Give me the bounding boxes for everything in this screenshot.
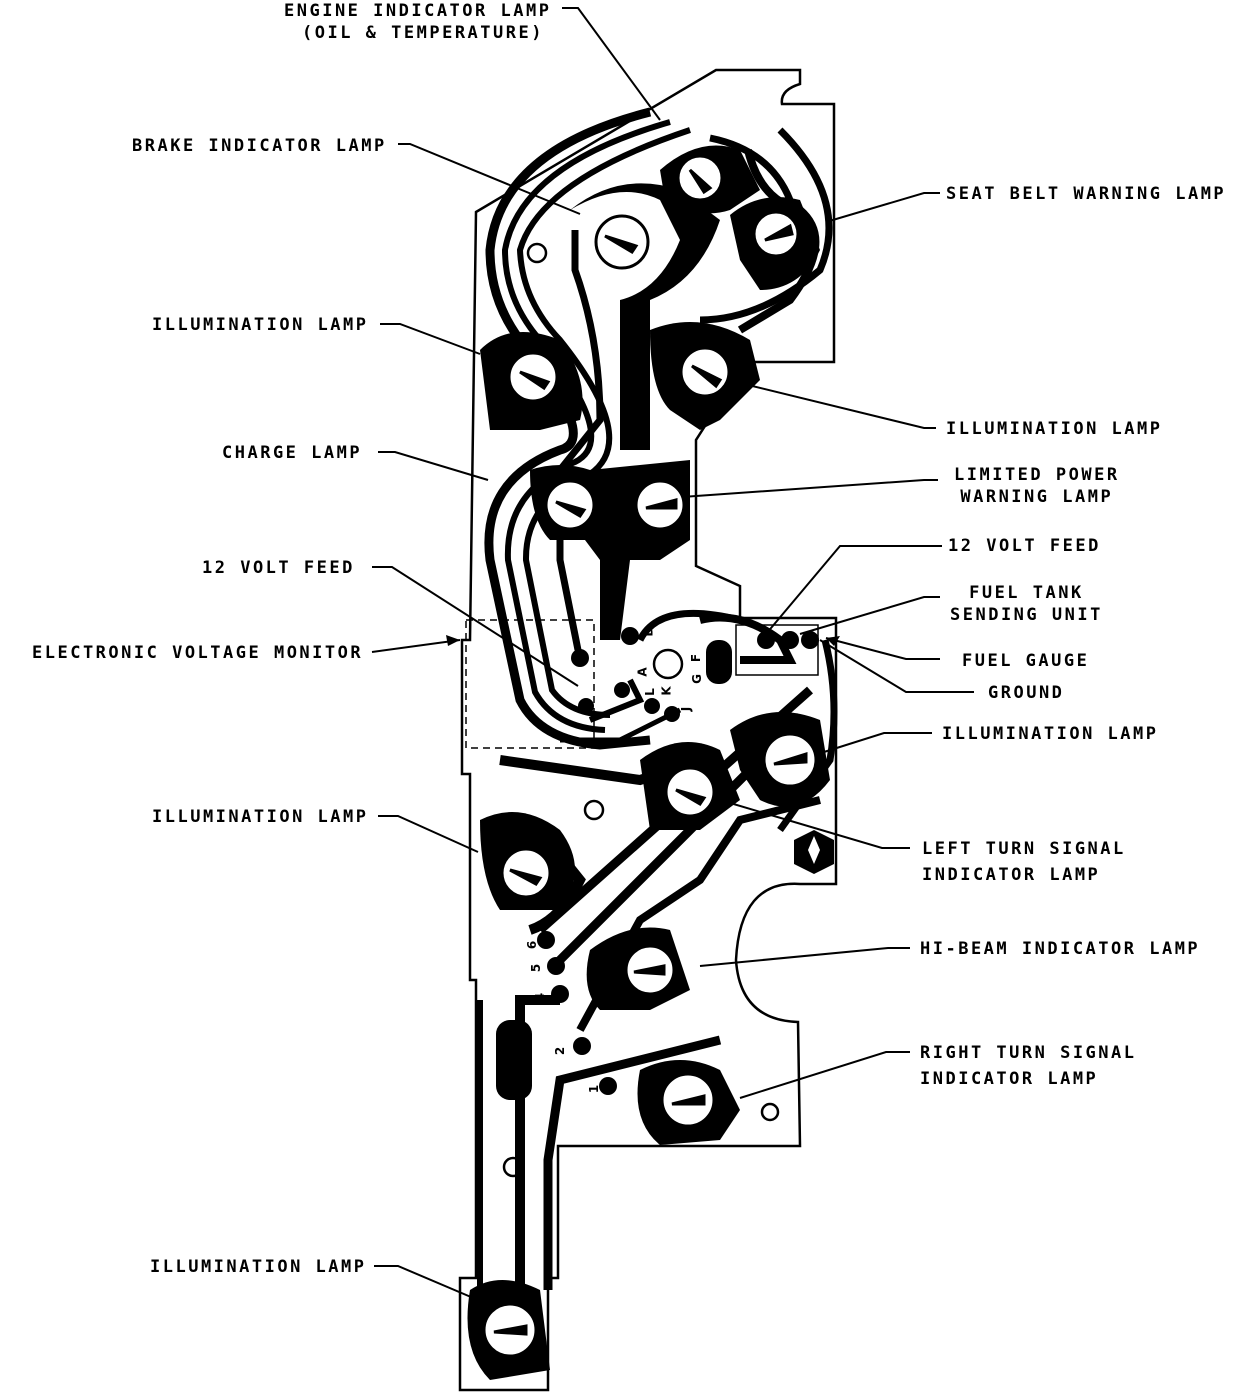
pin-label-5: 5: [529, 963, 544, 973]
leader-arrowheads: [446, 635, 840, 646]
label-ground: GROUND: [988, 683, 1065, 703]
pin-label-g: G: [689, 674, 704, 684]
pin-label-a: A: [635, 667, 650, 677]
circuit-board-outline: [458, 68, 838, 1392]
label-illumination-lamp-left-mid: ILLUMINATION LAMP: [152, 807, 369, 827]
label-charge-lamp: CHARGE LAMP: [222, 443, 363, 463]
label-electronic-voltage-monitor: ELECTRONIC VOLTAGE MONITOR: [32, 643, 364, 663]
connector-pin-dots: [537, 627, 819, 1095]
label-illumination-lamp-right-mid: ILLUMINATION LAMP: [942, 724, 1159, 744]
pin-label-f: F: [689, 653, 704, 663]
label-illumination-lamp-bottom: ILLUMINATION LAMP: [150, 1257, 367, 1277]
label-brake-indicator-lamp: BRAKE INDICATOR LAMP: [132, 136, 387, 156]
mounting-holes: [465, 242, 819, 1178]
label-left-turn-signal-indicator-lamp: LEFT TURN SIGNAL INDICATOR LAMP: [922, 839, 1126, 885]
label-12-volt-feed-left: 12 VOLT FEED: [202, 558, 355, 578]
pin-label-k: K: [659, 686, 674, 696]
pin-label-l: L: [642, 688, 657, 696]
label-fuel-gauge: FUEL GAUGE: [962, 651, 1090, 671]
pin-label-1: 1: [587, 1084, 602, 1094]
label-fuel-tank-sending-unit: FUEL TANK SENDING UNIT: [950, 583, 1103, 625]
label-engine-indicator-lamp: ENGINE INDICATOR LAMP (OIL & TEMPERATURE…: [284, 1, 552, 43]
label-illumination-lamp-right-top: ILLUMINATION LAMP: [946, 419, 1163, 439]
lamp-pointers: [493, 168, 808, 1336]
pentastar-logo: [794, 830, 834, 874]
label-hi-beam-indicator-lamp: HI-BEAM INDICATOR LAMP: [920, 939, 1201, 959]
pin-label-2: 2: [553, 1046, 568, 1056]
label-limited-power-warning-lamp: LIMITED POWER WARNING LAMP: [954, 465, 1120, 507]
pin-label-4: 4: [533, 992, 548, 1002]
label-illumination-lamp-left-top: ILLUMINATION LAMP: [152, 315, 369, 335]
pin-label-j: J: [679, 706, 694, 712]
pin-label-b: B: [641, 627, 656, 637]
leader-lines: [371, 7, 974, 1301]
label-12-volt-feed-right: 12 VOLT FEED: [948, 536, 1101, 556]
label-right-turn-signal-indicator-lamp: RIGHT TURN SIGNAL INDICATOR LAMP: [920, 1043, 1137, 1089]
pin-label-6: 6: [525, 940, 540, 950]
label-seat-belt-warning-lamp: SEAT BELT WARNING LAMP: [946, 184, 1227, 204]
